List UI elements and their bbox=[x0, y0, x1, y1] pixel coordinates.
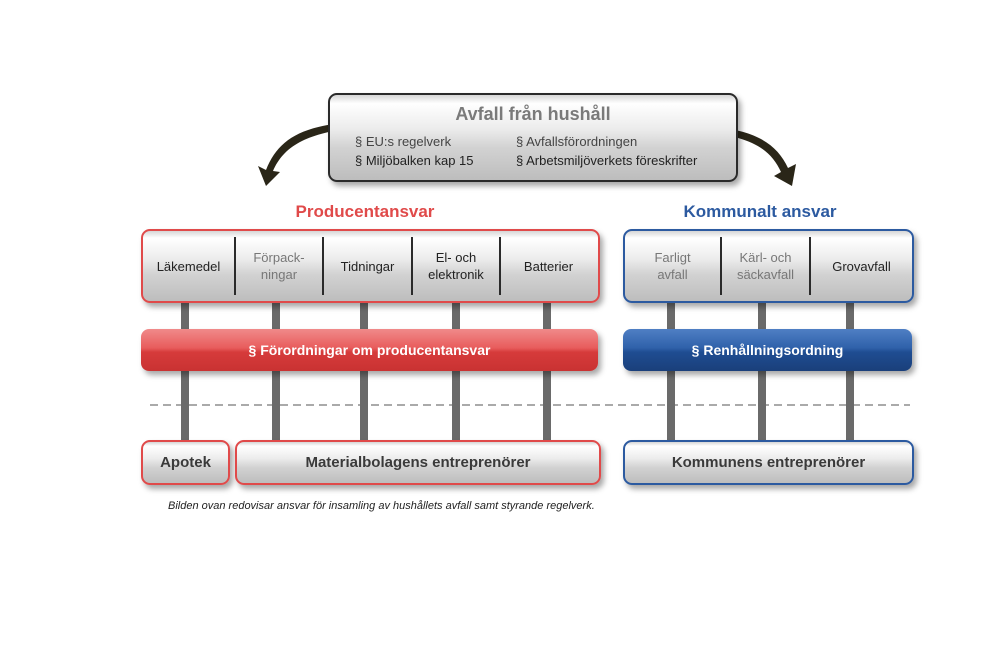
divider bbox=[809, 237, 811, 295]
category-tidningar: Tidningar bbox=[340, 258, 395, 274]
municipal-regulation-bar: § Renhållningsordning bbox=[623, 329, 912, 371]
category-elektronik: El- och elektronik bbox=[428, 250, 484, 282]
regulation-miljobalken: § Miljöbalken kap 15 bbox=[355, 153, 474, 168]
divider bbox=[720, 237, 722, 295]
top-box-title: Avfall från hushåll bbox=[455, 104, 611, 124]
regulation-avfallsforordningen: § Avfallsförordningen bbox=[516, 134, 638, 149]
producer-heading: Producentansvar bbox=[295, 202, 435, 221]
municipal-heading: Kommunalt ansvar bbox=[683, 202, 837, 221]
municipal-contractors-box: Kommunens entreprenörer bbox=[623, 440, 914, 485]
producer-categories-box: Läkemedel Förpack- ningar Tidningar El- … bbox=[141, 229, 600, 303]
municipal-categories-box: Farligt avfall Kärl- och säckavfall Grov… bbox=[623, 229, 914, 303]
divider bbox=[322, 237, 324, 295]
category-lakemedel: Läkemedel bbox=[156, 258, 221, 274]
top-box: Avfall från hushåll § EU:s regelverk § A… bbox=[328, 93, 738, 182]
pharmacy-box: Apotek bbox=[141, 440, 230, 485]
producer-regulation-bar: § Förordningar om producentansvar bbox=[141, 329, 598, 371]
category-forpackningar: Förpack- ningar bbox=[253, 250, 305, 282]
divider bbox=[234, 237, 236, 295]
material-contractors-box: Materialbolagens entreprenörer bbox=[235, 440, 601, 485]
category-karl-sackavfall: Kärl- och säckavfall bbox=[736, 250, 795, 282]
divider bbox=[411, 237, 413, 295]
category-farligt-avfall: Farligt avfall bbox=[654, 250, 691, 282]
regulation-arbetsmiljoverket: § Arbetsmiljöverkets föreskrifter bbox=[516, 153, 698, 168]
category-grovavfall: Grovavfall bbox=[832, 258, 891, 274]
divider bbox=[499, 237, 501, 295]
caption: Bilden ovan redovisar ansvar för insamli… bbox=[168, 500, 595, 512]
category-batterier: Batterier bbox=[523, 258, 574, 274]
regulation-eu: § EU:s regelverk bbox=[355, 134, 452, 149]
